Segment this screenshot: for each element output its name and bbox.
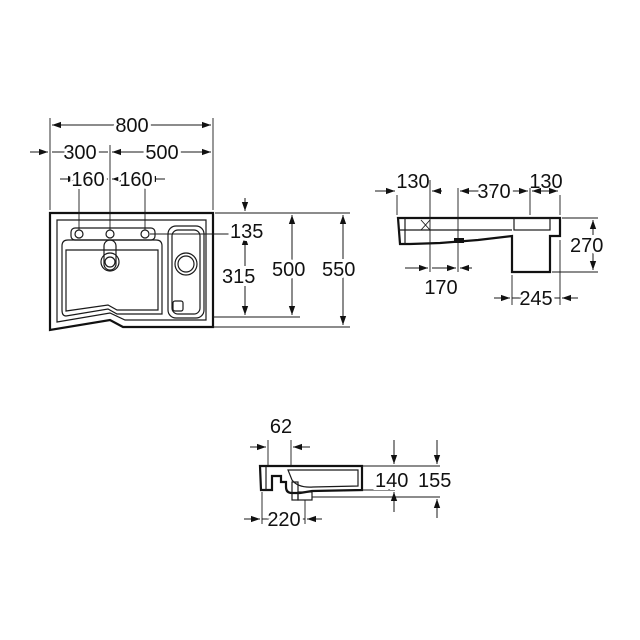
side-bracket-top <box>513 217 551 231</box>
top-view: 800 300 500 160 160 135 315 500 550 <box>30 112 358 332</box>
side-drain-outlet <box>454 238 464 243</box>
tap-hole-right <box>140 229 150 239</box>
drain-inner <box>104 256 116 268</box>
dim-back-depth: 135 <box>230 221 263 243</box>
dim-side-right-offset: 130 <box>529 171 562 193</box>
side-round-recess-inner <box>177 255 195 273</box>
side-basin-body <box>396 216 562 274</box>
dim-left-segment: 300 <box>63 142 96 164</box>
dim-side-drain-offset: 170 <box>424 277 457 299</box>
dim-inner-depth: 500 <box>272 259 305 281</box>
dim-section-drain-distance: 220 <box>267 509 300 531</box>
tap-hole-left <box>74 229 84 239</box>
section-basin-inner <box>287 469 359 488</box>
section-view: 62 140 155 220 <box>244 416 454 534</box>
side-view: 130 370 130 270 170 245 <box>375 171 606 313</box>
basin-outline <box>48 211 215 332</box>
dim-tap-spacing-right: 160 <box>119 169 152 191</box>
dim-side-height: 270 <box>570 235 603 257</box>
dim-side-left-offset: 130 <box>396 171 429 193</box>
main-bowl-inner <box>65 249 159 312</box>
side-compartment-inner <box>171 229 201 315</box>
dim-overall-width: 800 <box>115 115 148 137</box>
dim-bowl-depth: 315 <box>222 266 255 288</box>
side-compartment <box>167 225 205 319</box>
dim-side-bracket-width: 245 <box>519 288 552 310</box>
dim-section-rim-width: 62 <box>270 416 292 438</box>
dim-overall-depth: 550 <box>322 259 355 281</box>
main-bowl <box>61 239 163 317</box>
section-drain-pipe <box>291 481 299 501</box>
dim-section-depth-inner: 140 <box>375 470 408 492</box>
side-round-recess <box>174 252 198 276</box>
dim-right-segment: 500 <box>145 142 178 164</box>
side-small-recess <box>172 300 184 312</box>
dim-tap-spacing-left: 160 <box>71 169 104 191</box>
dim-side-middle-span: 370 <box>477 181 510 203</box>
dim-section-depth-outer: 155 <box>418 470 451 492</box>
drain-outer <box>100 252 120 272</box>
basin-inner-rim <box>56 219 207 323</box>
tap-hole-center <box>105 229 115 239</box>
